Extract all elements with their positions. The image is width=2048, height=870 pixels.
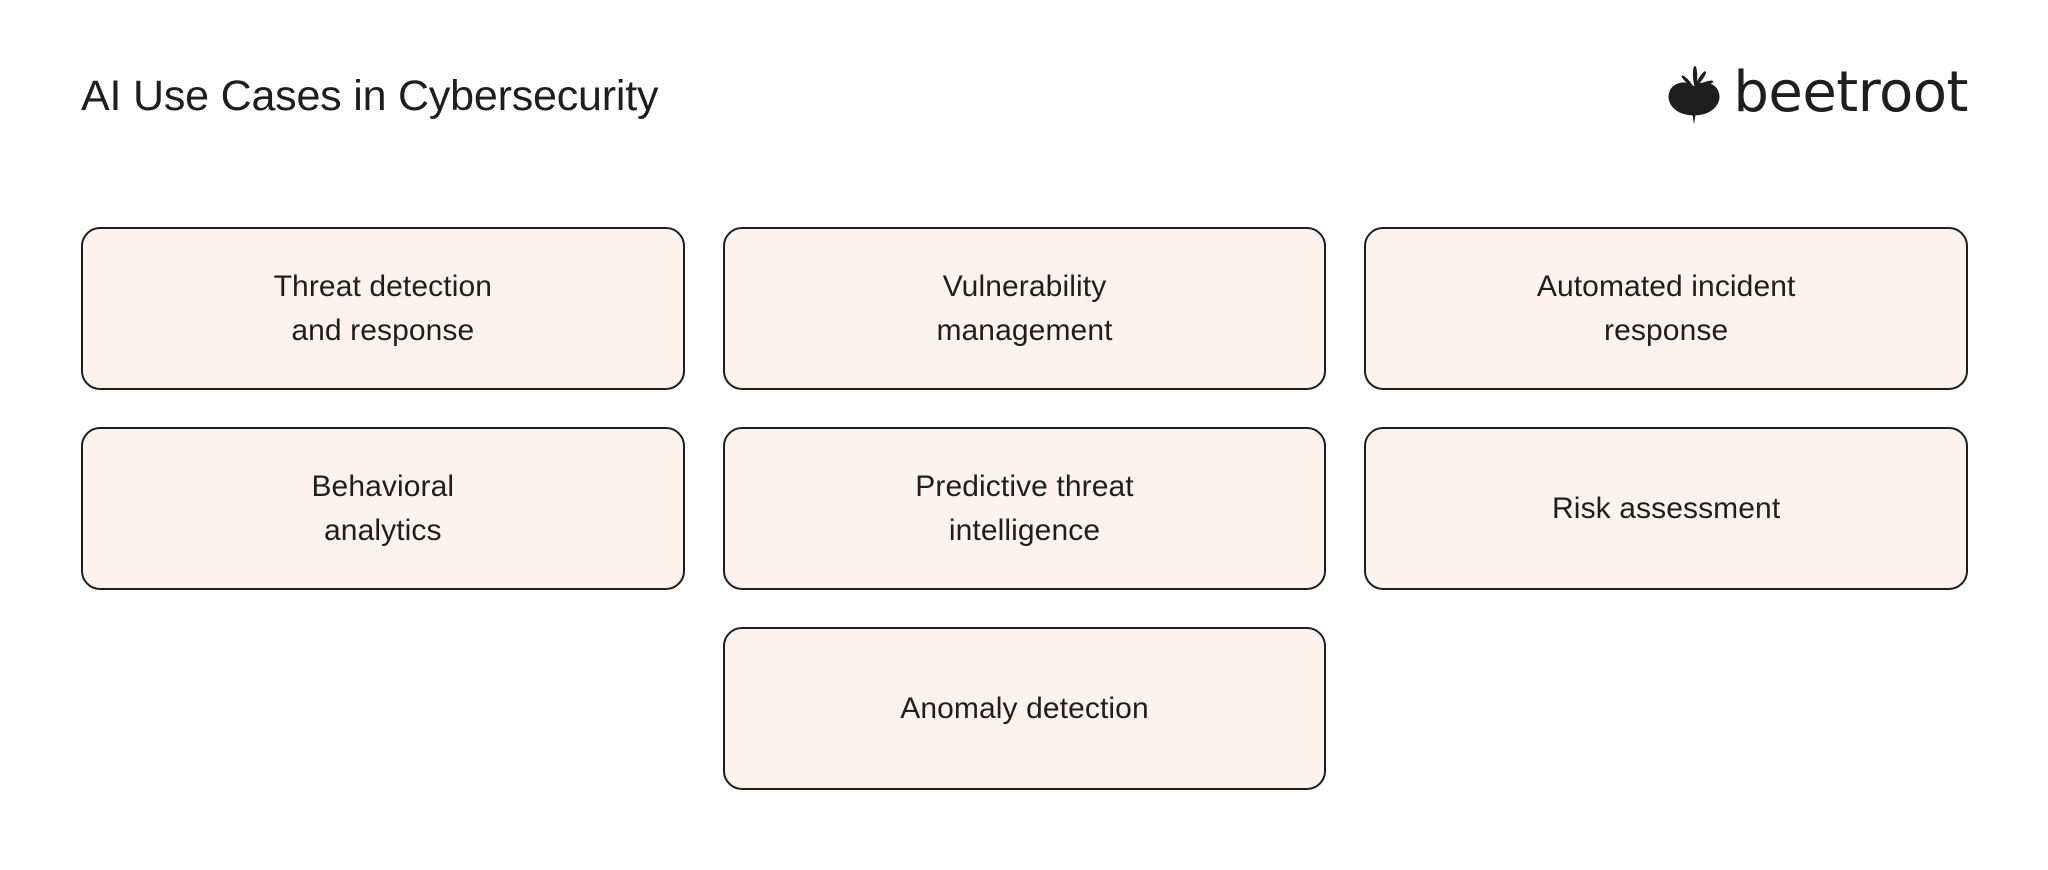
use-case-card[interactable]: Automated incident response (1364, 227, 1968, 390)
use-case-card[interactable]: Risk assessment (1364, 427, 1968, 590)
use-case-label: Anomaly detection (900, 691, 1149, 725)
use-case-row-1: Threat detection and response Vulnerabil… (81, 227, 1968, 390)
use-case-card[interactable]: Anomaly detection (722, 627, 1327, 790)
use-case-label: Automated incident response (1536, 270, 1796, 347)
beetroot-icon (1668, 62, 1720, 124)
beetroot-logo: beetroot (1668, 62, 1968, 124)
use-case-card[interactable]: Predictive threat intelligence (722, 427, 1327, 590)
slide-header: AI Use Cases in Cybersecurity beetroot (81, 52, 1968, 142)
use-case-grid: Threat detection and response Vulnerabil… (81, 227, 1968, 790)
use-case-label: Threat detection and response (273, 270, 493, 347)
use-case-card[interactable]: Threat detection and response (81, 227, 685, 390)
use-case-label: Behavioral analytics (311, 470, 455, 547)
use-case-row-3: Anomaly detection (81, 627, 1968, 790)
use-case-card[interactable]: Behavioral analytics (81, 427, 685, 590)
use-case-label: Vulnerability management (936, 270, 1113, 347)
use-case-card[interactable]: Vulnerability management (722, 227, 1327, 390)
use-case-label: Predictive threat intelligence (915, 470, 1134, 547)
use-case-label: Risk assessment (1552, 491, 1781, 525)
use-case-row-2: Behavioral analytics Predictive threat i… (81, 427, 1968, 590)
page-title: AI Use Cases in Cybersecurity (81, 72, 659, 121)
logo-wordmark: beetroot (1733, 60, 1968, 125)
